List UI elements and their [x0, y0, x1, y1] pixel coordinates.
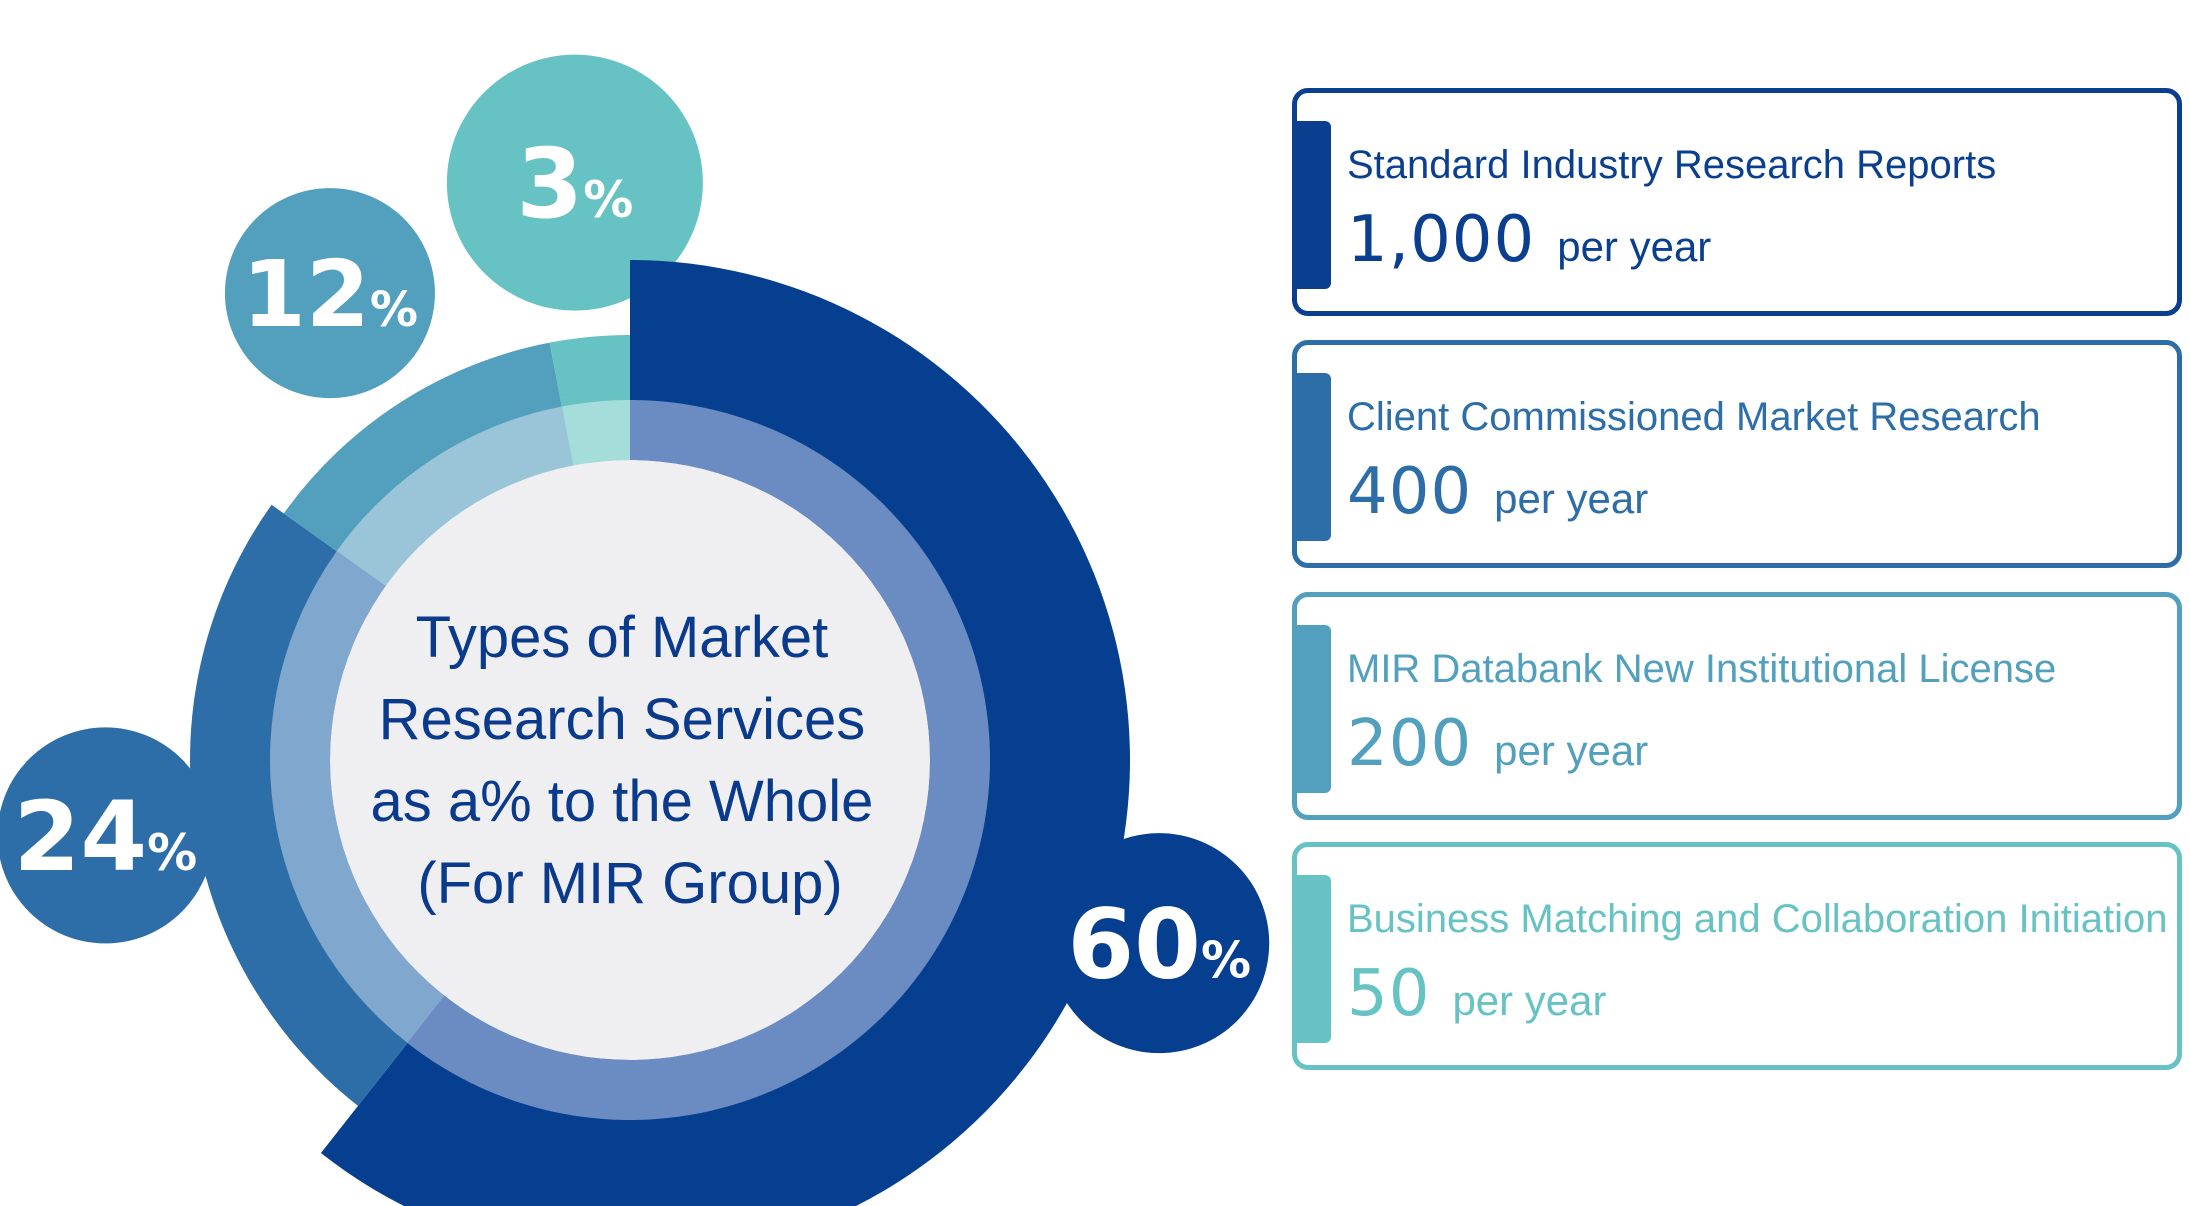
percentage-value: 12: [242, 241, 370, 348]
card-value-row: 50 per year: [1347, 957, 1607, 1031]
service-card-business-matching: Business Matching and Collaboration Init…: [1292, 842, 2182, 1070]
chart-title-line: as a% to the Whole: [370, 769, 873, 834]
service-card-client-commissioned: Client Commissioned Market Research 400 p…: [1292, 340, 2182, 568]
card-value-row: 400 per year: [1347, 455, 1648, 529]
percentage-unit: %: [147, 824, 197, 882]
card-value-row: 1,000 per year: [1347, 203, 1711, 277]
percentage-unit: %: [1201, 932, 1251, 990]
card-unit: per year: [1494, 475, 1649, 522]
card-label: Business Matching and Collaboration Init…: [1347, 897, 2168, 941]
inner-ring-segment: [270, 551, 445, 1043]
card-unit: per year: [1452, 977, 1607, 1024]
card-label: Standard Industry Research Reports: [1347, 143, 1997, 187]
percentage-bubbles: [0, 54, 1270, 1054]
percentage-unit: %: [370, 282, 418, 338]
inner-ring-segment: [561, 400, 630, 466]
service-card-databank-license: MIR Databank New Institutional License 2…: [1292, 592, 2182, 820]
card-number: 50: [1347, 957, 1431, 1031]
percentage-unit: %: [583, 171, 633, 229]
card-label: MIR Databank New Institutional License: [1347, 647, 2057, 691]
card-label: Client Commissioned Market Research: [1347, 395, 2041, 439]
card-accent-bar: [1297, 121, 1331, 289]
donut-chart: Types of Market Research Services as a% …: [0, 54, 1270, 1206]
inner-ring: [270, 400, 990, 1120]
percentage-value: 3: [516, 128, 583, 240]
chart-title-line: (For MIR Group): [417, 851, 842, 916]
chart-center: [330, 460, 930, 1060]
percentage-labels: 60%24%12%3%: [14, 128, 1252, 1001]
chart-title-line: Research Services: [379, 687, 866, 752]
percentage-label: 24%: [14, 781, 198, 893]
inner-ring-segment: [336, 406, 574, 586]
chart-title: Types of Market Research Services as a% …: [370, 605, 889, 916]
percentage-value: 24: [14, 781, 148, 893]
card-accent-bar: [1297, 875, 1331, 1043]
chart-title-line: Types of Market: [416, 605, 829, 670]
percentage-bubble: [224, 188, 435, 399]
card-value-row: 200 per year: [1347, 707, 1648, 781]
percentage-label: 60%: [1067, 889, 1251, 1001]
inner-ring-segment: [407, 400, 990, 1120]
card-accent-bar: [1297, 373, 1331, 541]
card-unit: per year: [1557, 223, 1712, 270]
card-number: 400: [1347, 455, 1473, 529]
percentage-label: 3%: [516, 128, 633, 240]
percentage-value: 60: [1067, 889, 1201, 1001]
card-number: 1,000: [1347, 203, 1536, 277]
card-accent-bar: [1297, 625, 1331, 793]
percentage-bubble: [446, 54, 703, 311]
card-unit: per year: [1494, 727, 1649, 774]
service-card-standard-reports: Standard Industry Research Reports 1,000…: [1292, 88, 2182, 316]
percentage-label: 12%: [242, 241, 418, 348]
percentage-bubble: [0, 727, 214, 944]
card-number: 200: [1347, 707, 1473, 781]
